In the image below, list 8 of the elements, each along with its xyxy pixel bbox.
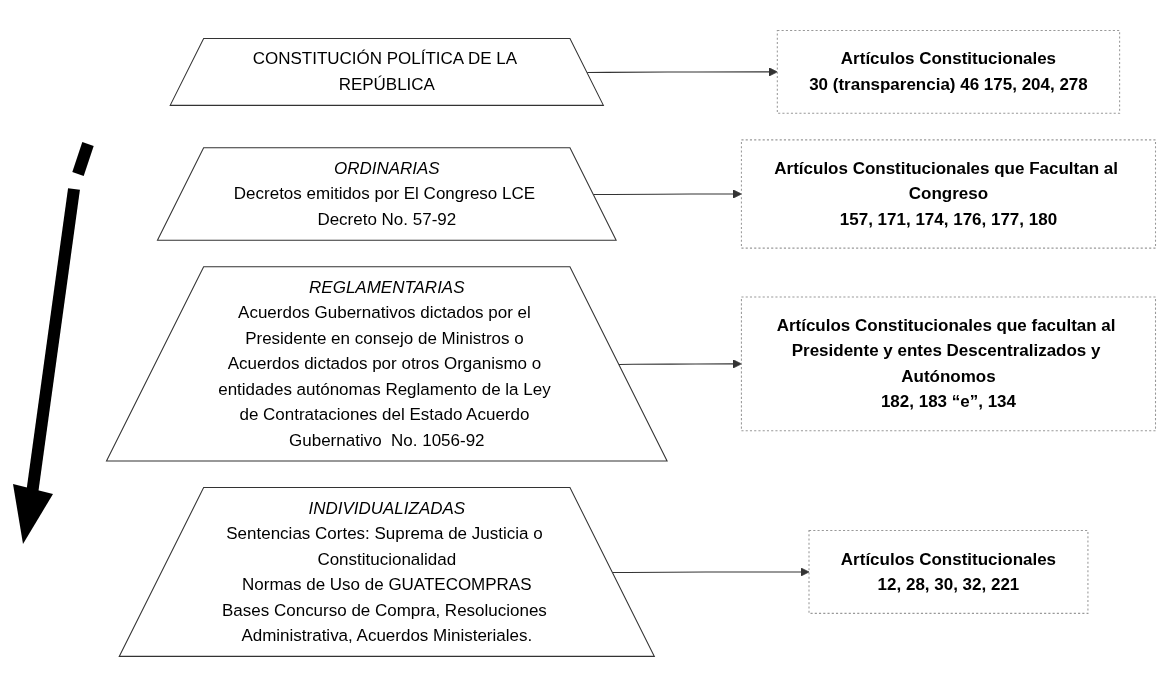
arrow <box>612 567 810 577</box>
node-box: Artículos Constitucionales 12, 28, 30, 32, 221 <box>808 530 1089 614</box>
node-box: Artículos Constitucionales que Facultan al Congreso 157, 171, 174, 176, 177, 180 <box>740 139 1157 249</box>
node-box: Artículos Constitucionales que facultan al Presidente y entes Descentralizados y Autónomos 182, 183 “e”, 134 <box>740 296 1157 432</box>
arrow <box>593 189 742 199</box>
arrow <box>586 67 778 77</box>
arrow <box>618 359 742 369</box>
node-box: Artículos Constitucionales 30 (transparencia) 46 175, 204, 278 <box>776 30 1121 114</box>
